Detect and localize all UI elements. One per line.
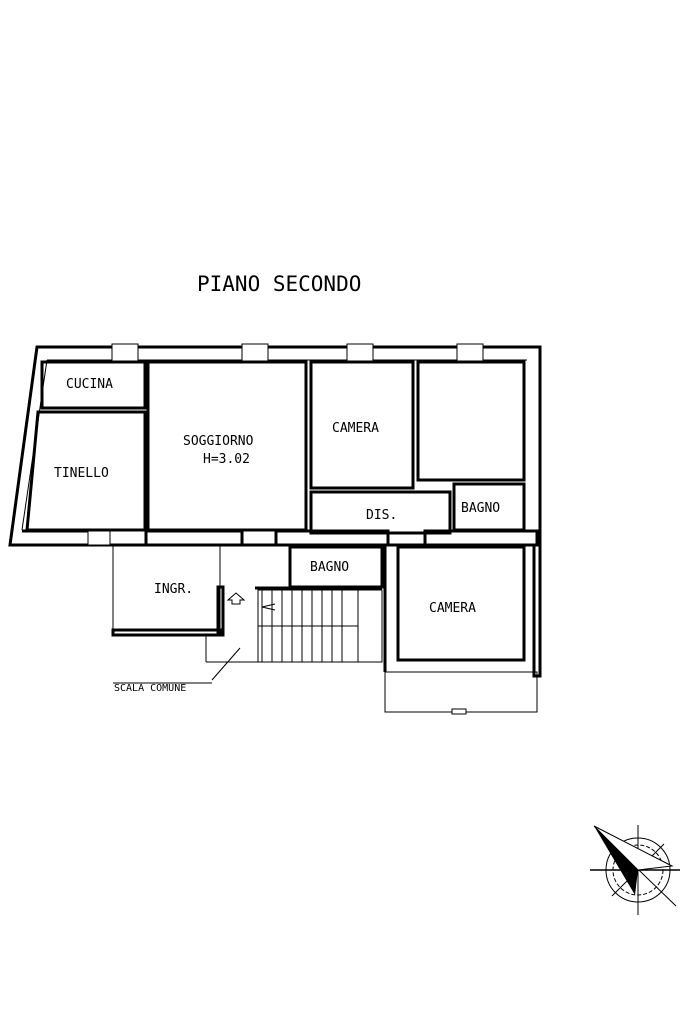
room-label-bagno: BAGNO	[461, 501, 500, 516]
room-label-dis: DIS.	[366, 508, 397, 523]
room-labels: CUCINA TINELLO SOGGIORNO H=3.02 CAMERA D…	[54, 377, 500, 694]
plan-line	[8, 345, 542, 678]
plan-line	[309, 490, 452, 535]
plan-line	[594, 826, 638, 895]
plan-line	[40, 360, 147, 410]
north-arrow-compass-icon	[590, 825, 680, 915]
plan-line	[111, 628, 222, 637]
plan-line	[396, 545, 526, 662]
plan-line	[216, 585, 225, 637]
plan-line	[87, 530, 111, 546]
stair-direction-arrow-icon	[261, 603, 276, 611]
plan-title: PIANO SECONDO	[197, 272, 361, 296]
room-label-ingresso: INGR.	[154, 582, 193, 597]
plan-line	[211, 647, 241, 681]
plan-line	[241, 343, 269, 363]
plan-line	[384, 671, 538, 713]
plan-line	[346, 343, 374, 363]
stair-steps	[257, 589, 383, 663]
plan-line	[309, 360, 415, 490]
plan-line	[144, 529, 244, 547]
room-label-bagno: BAGNO	[310, 560, 349, 575]
plan-line	[456, 343, 484, 363]
plan-line	[111, 343, 139, 363]
plan-line	[451, 708, 467, 715]
room-label-cucina: CUCINA	[66, 377, 113, 392]
entrance-and-stairs	[111, 544, 383, 684]
room-label-tinello: TINELLO	[54, 466, 109, 481]
scala-comune-label: SCALA COMUNE	[114, 683, 186, 694]
room-height: H=3.02	[203, 452, 250, 467]
room-label-soggiorno: SOGGIORNO	[183, 434, 254, 449]
stair-up-arrow-icon	[226, 592, 246, 605]
plan-line	[423, 529, 539, 547]
plan-line	[274, 529, 390, 547]
plan-line	[593, 825, 674, 871]
room-label-camera: CAMERA	[332, 421, 379, 436]
plan-line	[416, 360, 526, 482]
room-label-camera: CAMERA	[429, 601, 476, 616]
